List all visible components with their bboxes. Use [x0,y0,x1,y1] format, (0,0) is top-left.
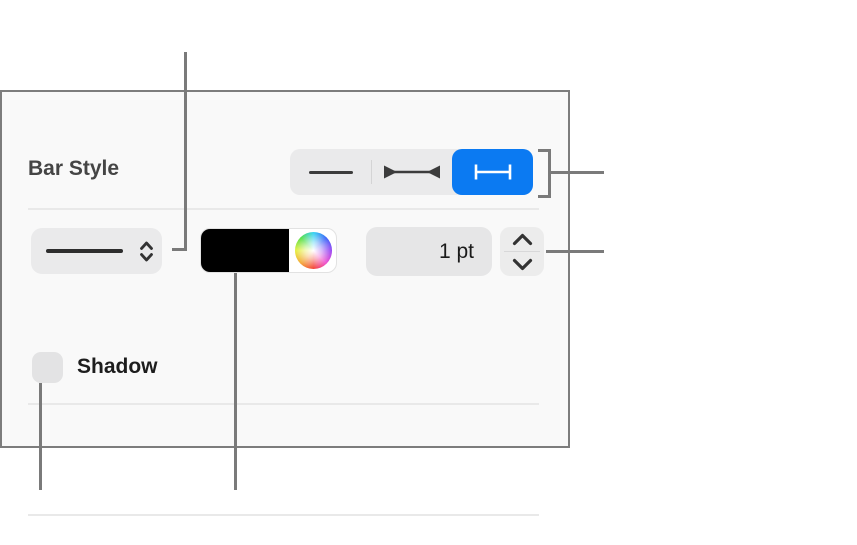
callout-bracket-top [538,149,551,152]
line-width-field[interactable]: 1 pt [366,227,492,276]
line-width-value: 1 pt [438,239,474,263]
shadow-label: Shadow [77,355,158,378]
stepper-divider [504,251,540,252]
callout-segmented-control [551,171,604,174]
stepper-down-button[interactable] [500,252,544,276]
arrow-endpoints-icon [383,165,440,179]
line-width-stepper [500,227,544,276]
callout-stepper [546,250,604,253]
line-style-popup[interactable] [31,228,162,274]
callout-shadow-checkbox [39,383,42,490]
segment-line-arrow-endpoints[interactable] [371,149,452,195]
segment-separator [371,160,372,184]
up-down-chevrons-icon [140,241,153,262]
stepper-up-button[interactable] [500,227,544,251]
segment-line-flat-endpoints[interactable] [452,149,533,195]
callout-line-style-elbow [172,248,187,251]
section-divider-middle [28,403,539,405]
bar-style-label: Bar Style [28,157,120,180]
callout-line-style-vertical [184,52,187,251]
callout-color-well [234,273,237,490]
stroke-color-well[interactable] [200,228,337,273]
selected-line-style-preview [46,249,123,253]
bar-endpoints-segmented-control [290,149,533,195]
chevron-down-icon [512,258,532,270]
plain-line-icon [308,170,353,174]
shadow-checkbox[interactable] [32,352,63,383]
segment-line-no-endpoints[interactable] [290,149,371,195]
chevron-up-icon [512,233,532,245]
flat-endpoints-icon [474,164,511,180]
section-divider-top [28,208,539,210]
callout-bracket-bottom [538,195,551,198]
current-color-swatch [201,229,289,272]
color-wheel-icon[interactable] [295,232,332,269]
callout-bracket-side [548,149,551,198]
section-divider-bottom [28,514,539,516]
